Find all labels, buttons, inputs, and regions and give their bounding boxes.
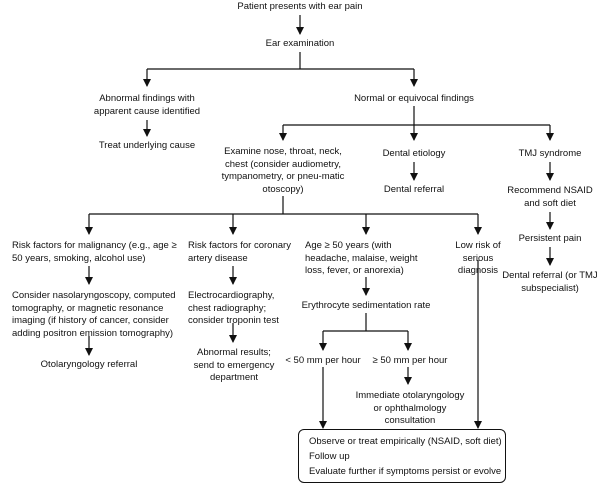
node-examine-nose: Examine nose, throat, neck, chest (consi…: [221, 146, 345, 195]
node-persistent-pain: Persistent pain: [518, 233, 582, 244]
node-ge-50: ≥ 50 mm per hour: [372, 355, 448, 366]
node-malignancy-risk: Risk factors for malignancy (e.g., age ≥…: [12, 240, 177, 264]
node-final-box: Observe or treat empirically (NSAID, sof…: [298, 429, 506, 483]
node-nsaid: Recommend NSAID and soft diet: [507, 185, 593, 209]
node-dental-referral: Dental referral: [383, 184, 445, 195]
node-lt-50: < 50 mm per hour: [285, 355, 361, 366]
node-esr: Erythrocyte sedimentation rate: [301, 300, 431, 311]
final-line-observe: Observe or treat empirically (NSAID, sof…: [309, 436, 502, 447]
final-line-follow-up: Follow up: [309, 451, 350, 462]
node-tmj: TMJ syndrome: [518, 148, 582, 159]
node-normal-findings: Normal or equivocal findings: [354, 93, 474, 104]
node-start: Patient presents with ear pain: [237, 1, 363, 12]
node-dental-referral-tmj: Dental referral (or TMJ subspecialist): [502, 270, 598, 294]
node-age-50: Age ≥ 50 years (with headache, malaise, …: [305, 240, 418, 276]
node-nasolaryngoscopy: Consider nasolaryngoscopy, computed tomo…: [12, 290, 176, 339]
node-low-risk: Low risk of serious diagnosis: [455, 240, 501, 276]
node-treat-cause: Treat underlying cause: [98, 140, 196, 151]
node-immediate-consultation: Immediate otolaryngology or ophthalmolog…: [355, 390, 465, 426]
node-ear-exam: Ear examination: [265, 38, 335, 49]
node-abnormal-results: Abnormal results; send to emergency depa…: [193, 347, 275, 383]
node-otolaryngology-referral: Otolaryngology referral: [40, 359, 138, 370]
node-ecg: Electrocardiography, chest radiography; …: [188, 290, 279, 326]
final-line-evaluate: Evaluate further if symptoms persist or …: [309, 466, 502, 477]
node-dental-etiology: Dental etiology: [382, 148, 446, 159]
node-abnormal-findings: Abnormal findings with apparent cause id…: [93, 93, 201, 117]
node-cad-risk: Risk factors for coronary artery disease: [188, 240, 291, 264]
